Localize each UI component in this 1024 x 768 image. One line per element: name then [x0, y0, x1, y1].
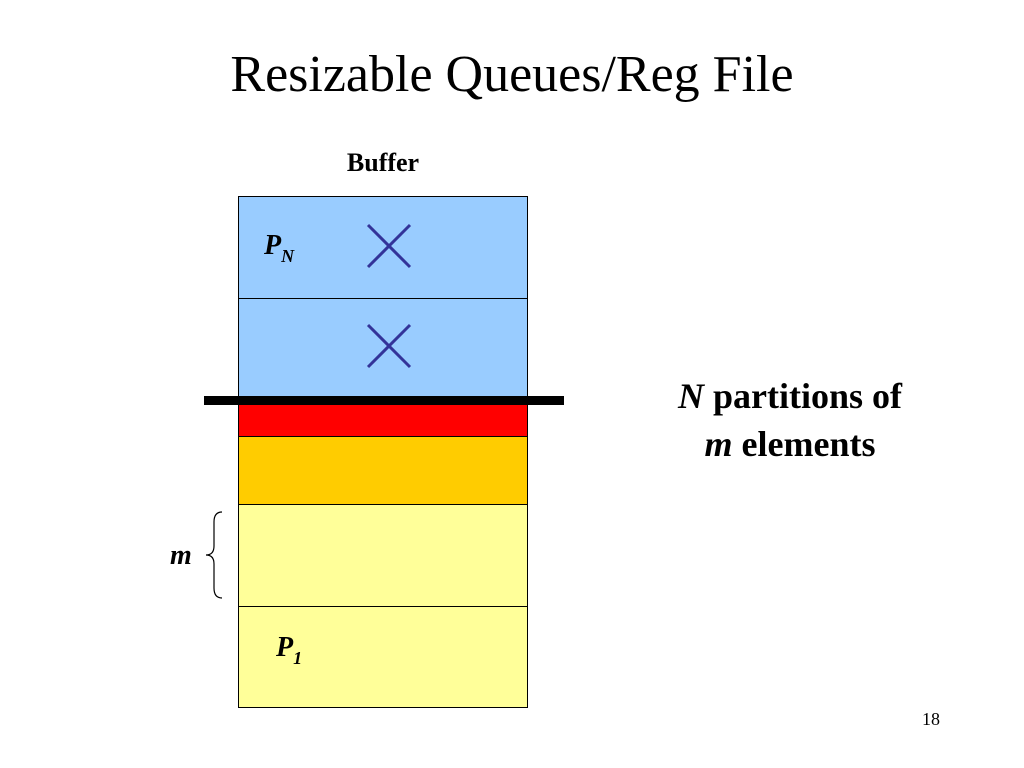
annotation-line-2: m elements: [620, 420, 960, 468]
partition-active: [239, 401, 527, 437]
resize-boundary-line: [204, 396, 564, 405]
partition-used: [239, 505, 527, 607]
pn-subscript: N: [281, 246, 295, 266]
curly-brace-icon: [205, 511, 223, 599]
p1-var: P: [276, 632, 294, 663]
p1-label: P1: [276, 632, 303, 668]
m-label: m: [170, 540, 192, 571]
x-mark-icon: [366, 223, 412, 269]
annotation-line-2-text: elements: [732, 424, 876, 464]
p1-subscript: 1: [293, 648, 303, 668]
partition-pn: [239, 197, 527, 299]
x-mark-icon: [366, 323, 412, 369]
annotation-line-1: N partitions of: [620, 372, 960, 420]
buffer: [238, 196, 528, 708]
m-var: m: [704, 424, 733, 464]
partitions-annotation: N partitions of m elements: [620, 372, 960, 468]
buffer-label: Buffer: [346, 148, 420, 177]
pn-label: PN: [264, 230, 295, 266]
partition-p1: [239, 607, 527, 707]
page-number: 18: [922, 709, 940, 729]
partition-partial: [239, 437, 527, 505]
annotation-line-1-text: partitions of: [704, 376, 902, 416]
n-var: N: [678, 376, 704, 416]
slide-title: Resizable Queues/Reg File: [230, 46, 794, 103]
pn-var: P: [264, 230, 282, 261]
